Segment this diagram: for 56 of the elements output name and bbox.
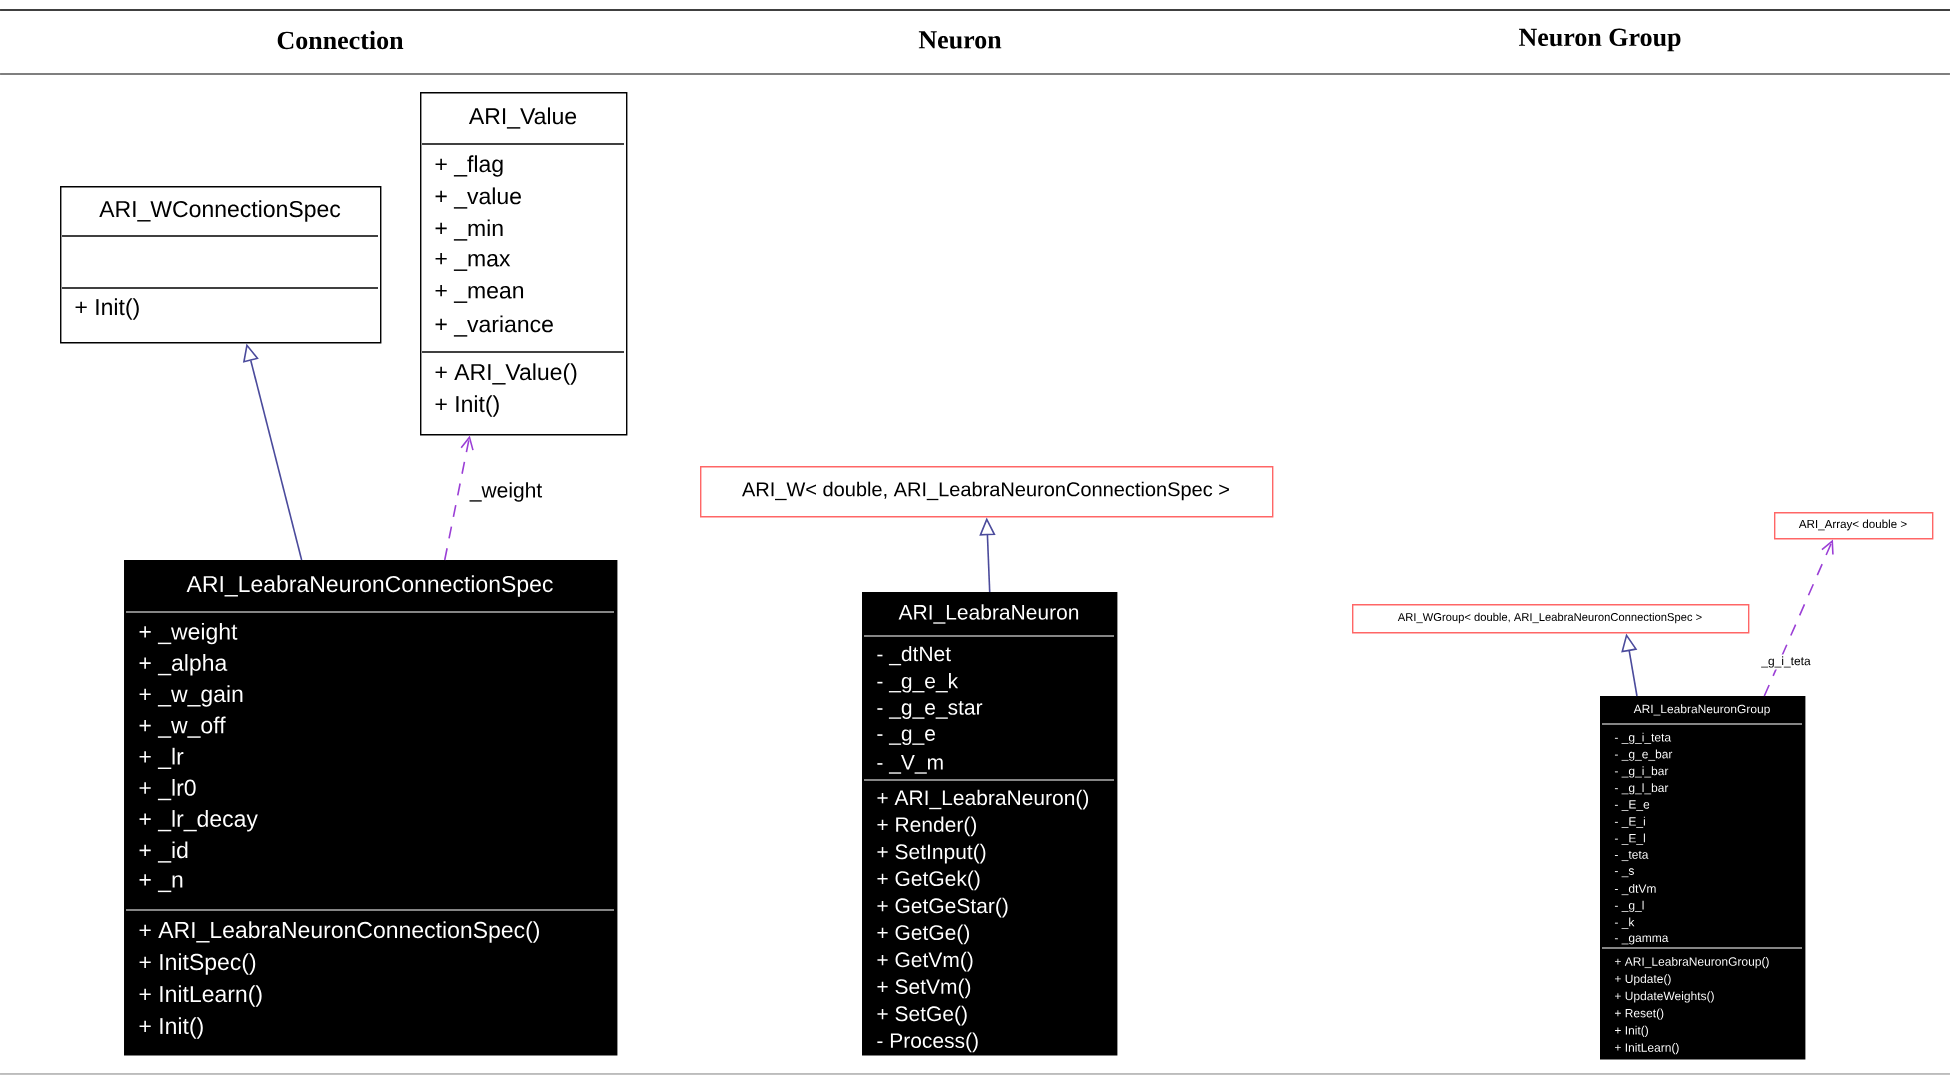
- attribute: - _dtNet: [877, 645, 951, 666]
- dependency-arrow: [1763, 539, 1834, 697]
- class-box: [700, 466, 1274, 518]
- class-name: ARI_WConnectionSpec: [99, 200, 341, 222]
- attribute: + _lr: [139, 747, 184, 769]
- method: + SetGe(): [877, 1005, 967, 1026]
- attribute: + _lr_decay: [139, 810, 258, 832]
- class-box: [1774, 512, 1934, 540]
- class-box: [60, 186, 382, 344]
- attribute: + _min: [435, 219, 503, 241]
- method: + GetVm(): [877, 951, 973, 972]
- attribute: + _alpha: [139, 654, 228, 676]
- method: + GetGek(): [877, 870, 980, 891]
- method: + ARI_LeabraNeuronConnectionSpec(): [139, 921, 539, 943]
- column-heading: Connection: [277, 30, 404, 50]
- class-box: [124, 560, 618, 1056]
- method: + GetGeStar(): [877, 897, 1008, 918]
- method: + SetVm(): [877, 978, 971, 999]
- method: + InitSpec(): [139, 953, 256, 975]
- class-name: ARI_LeabraNeuronConnectionSpec: [186, 575, 553, 597]
- attribute: + _max: [435, 253, 511, 271]
- attribute: - _g_e_star: [877, 701, 983, 719]
- class-box: [862, 592, 1118, 1056]
- class-box: [420, 92, 628, 436]
- method: + Init(): [139, 1017, 203, 1039]
- column-heading: Neuron Group: [1519, 28, 1681, 52]
- class-name: ARI_Value: [468, 107, 577, 129]
- attribute: + _value: [435, 187, 521, 209]
- attribute: + _mean: [435, 285, 524, 303]
- method: + ARI_LeabraNeuron(): [877, 789, 1089, 810]
- method: + InitLearn(): [139, 985, 262, 1007]
- edge-label: _weight: [467, 480, 545, 504]
- attribute: - _g_e_k: [877, 673, 959, 693]
- method: + GetGe(): [877, 924, 970, 945]
- attribute: + _n: [139, 874, 183, 893]
- attribute: + _w_off: [139, 716, 226, 738]
- column-heading: Neuron: [918, 31, 1002, 49]
- method: + Render(): [877, 816, 976, 837]
- method: + ARI_Value(): [435, 363, 577, 385]
- method: + Init(): [435, 395, 499, 417]
- dependency-arrow: [443, 435, 474, 561]
- attribute: - _V_m: [877, 755, 943, 774]
- class-box: [1600, 696, 1806, 1060]
- class-name: ARI_LeabraNeuron: [898, 604, 1079, 624]
- attribute: + _flag: [435, 155, 503, 177]
- method: + SetInput(): [877, 843, 986, 864]
- attribute: - _g_e: [877, 729, 935, 745]
- attribute: + _lr0: [139, 779, 196, 801]
- attribute: + _id: [139, 841, 188, 863]
- attribute: + _variance: [435, 315, 553, 337]
- class-name: ARI_W< double, ARI_LeabraNeuronConnectionSpec >: [742, 481, 1229, 501]
- method: + Init(): [75, 298, 139, 320]
- method: - Process(): [877, 1032, 978, 1053]
- class-box: [1352, 604, 1750, 634]
- attribute: + _weight: [139, 622, 238, 645]
- attribute: + _w_gain: [139, 685, 243, 707]
